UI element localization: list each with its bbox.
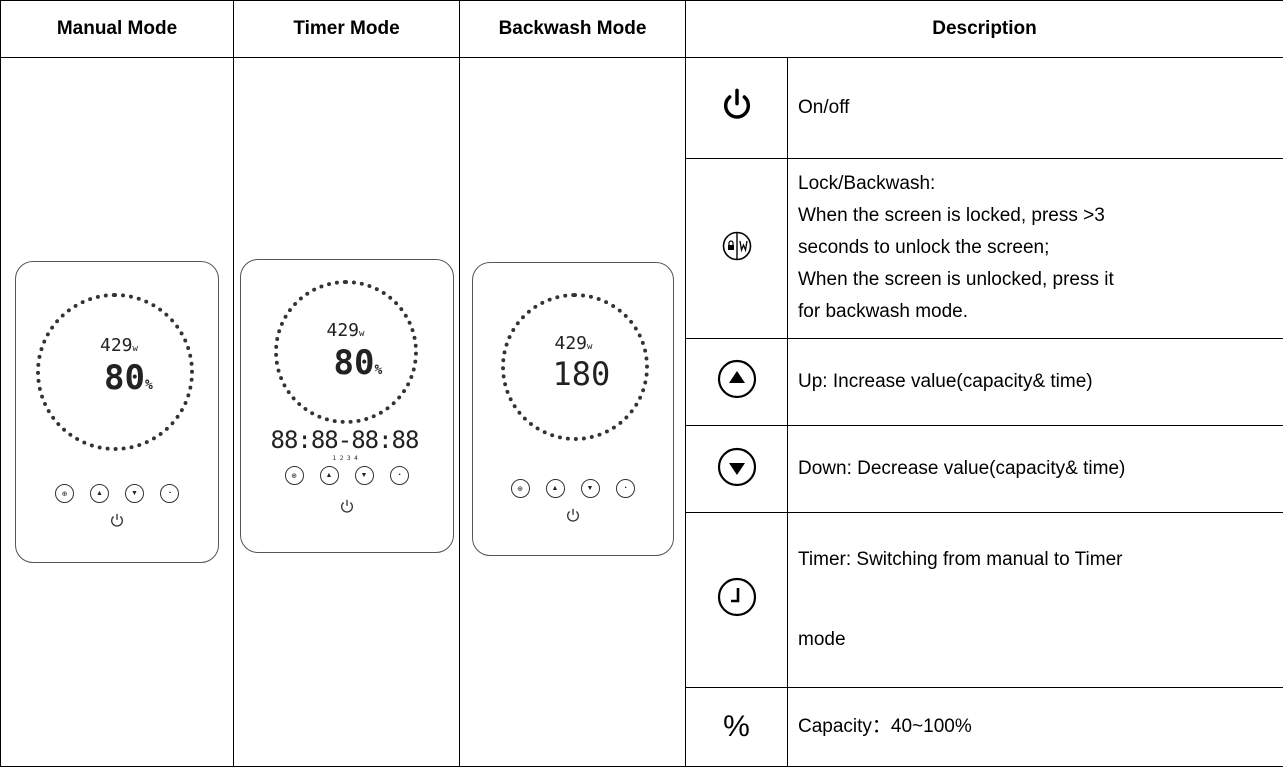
power-icon[interactable] xyxy=(16,512,218,534)
table-row: Timer: Switching from manual to Timer mo… xyxy=(1,512,1283,688)
timer-dots: 1 2 3 4 xyxy=(332,455,358,462)
header-description: Description xyxy=(685,0,1283,59)
timer-icon[interactable]: ◔ xyxy=(389,466,409,485)
backwash-mode-panel: 429w 180 ⊕ ▲ ▼ ◔ xyxy=(471,262,674,556)
row-icon-cell xyxy=(685,337,788,426)
down-icon[interactable]: ▼ xyxy=(354,466,374,485)
row-icon-cell xyxy=(685,424,788,514)
button-row: ⊕ ▲ ▼ ◔ xyxy=(16,484,218,503)
table-row: Up: Increase value(capacity& time) xyxy=(1,337,1283,426)
down-icon[interactable]: ▼ xyxy=(125,484,144,503)
up-icon[interactable]: ▲ xyxy=(319,466,339,485)
table-row: 429w 80% ⊕ ▲ ▼ ◔ 429w 80% 88:88-88:88 xyxy=(0,57,1283,767)
header-backwash-mode: Backwash Mode xyxy=(459,0,686,59)
header-timer-mode: Timer Mode xyxy=(233,0,460,59)
row-desc-onoff: On/off xyxy=(787,57,1283,159)
desc-line: for backwash mode. xyxy=(798,301,969,323)
percent-icon: % xyxy=(723,709,750,743)
power-readout: 429w xyxy=(100,335,138,356)
button-row: ⊕ ▲ ▼ ◔ xyxy=(473,479,673,498)
capacity-ring xyxy=(36,293,194,451)
timer-icon[interactable]: ◔ xyxy=(615,479,635,498)
power-icon xyxy=(721,87,753,123)
capacity-readout: 80% xyxy=(104,358,153,398)
power-readout: 429w xyxy=(554,333,593,354)
desc-line: mode xyxy=(798,628,846,650)
timer-icon xyxy=(717,577,757,617)
row-desc-timer: Timer: Switching from manual to Timer mo… xyxy=(787,512,1283,688)
row-desc-capacity: Capacity：40~100% xyxy=(787,686,1283,767)
desc-line: seconds to unlock the screen; xyxy=(798,237,1050,259)
up-icon xyxy=(717,359,757,399)
capacity-ring xyxy=(500,293,649,441)
row-icon-cell xyxy=(685,57,788,159)
button-row: ⊕ ▲ ▼ ◔ xyxy=(241,466,453,485)
capacity-ring xyxy=(273,280,418,424)
backwash-readout: 180 xyxy=(552,355,611,393)
header-row: Manual Mode Timer Mode Backwash Mode Des… xyxy=(0,0,1283,59)
capacity-readout: 80% xyxy=(333,343,383,383)
timer-display: 88:88-88:88 xyxy=(270,426,420,454)
lock-backwash-icon[interactable]: ⊕ xyxy=(55,484,74,503)
row-desc-down: Down: Decrease value(capacity& time) xyxy=(787,424,1283,514)
row-icon-cell xyxy=(685,512,788,688)
lock-backwash-icon xyxy=(722,231,752,261)
power-readout: 429w xyxy=(326,320,365,341)
table-row: Lock/Backwash: When the screen is locked… xyxy=(1,157,1283,339)
power-icon[interactable] xyxy=(473,507,673,529)
down-icon xyxy=(717,447,757,487)
desc-line: Lock/Backwash: xyxy=(798,173,936,195)
row-desc-lock-backwash: Lock/Backwash: When the screen is locked… xyxy=(787,157,1283,339)
row-icon-cell: % xyxy=(685,686,788,767)
desc-line: When the screen is locked, press >3 xyxy=(798,205,1105,227)
lock-backwash-icon[interactable]: ⊕ xyxy=(510,479,530,498)
table-row: Down: Decrease value(capacity& time) xyxy=(1,424,1283,514)
timer-mode-cell: 429w 80% 88:88-88:88 1 2 3 4 ⊕ ▲ ▼ ◔ xyxy=(233,57,460,767)
desc-line: When the screen is unlocked, press it xyxy=(798,269,1114,291)
desc-line: Timer: Switching from manual to Timer xyxy=(798,548,1123,570)
down-icon[interactable]: ▼ xyxy=(580,479,600,498)
up-icon[interactable]: ▲ xyxy=(545,479,565,498)
backwash-mode-cell: 429w 180 ⊕ ▲ ▼ ◔ xyxy=(459,57,686,767)
timer-mode-panel: 429w 80% 88:88-88:88 1 2 3 4 ⊕ ▲ ▼ ◔ xyxy=(239,259,454,553)
header-manual-mode: Manual Mode xyxy=(0,0,234,59)
up-icon[interactable]: ▲ xyxy=(90,484,109,503)
timer-icon[interactable]: ◔ xyxy=(160,484,179,503)
manual-mode-panel: 429w 80% ⊕ ▲ ▼ ◔ xyxy=(15,261,219,563)
power-icon[interactable] xyxy=(241,498,453,520)
row-icon-cell xyxy=(685,157,788,339)
row-desc-up: Up: Increase value(capacity& time) xyxy=(787,337,1283,426)
table-row: % Capacity：40~100% xyxy=(1,686,1283,767)
lock-backwash-icon[interactable]: ⊕ xyxy=(284,466,304,485)
manual-mode-cell: 429w 80% ⊕ ▲ ▼ ◔ xyxy=(0,57,234,767)
